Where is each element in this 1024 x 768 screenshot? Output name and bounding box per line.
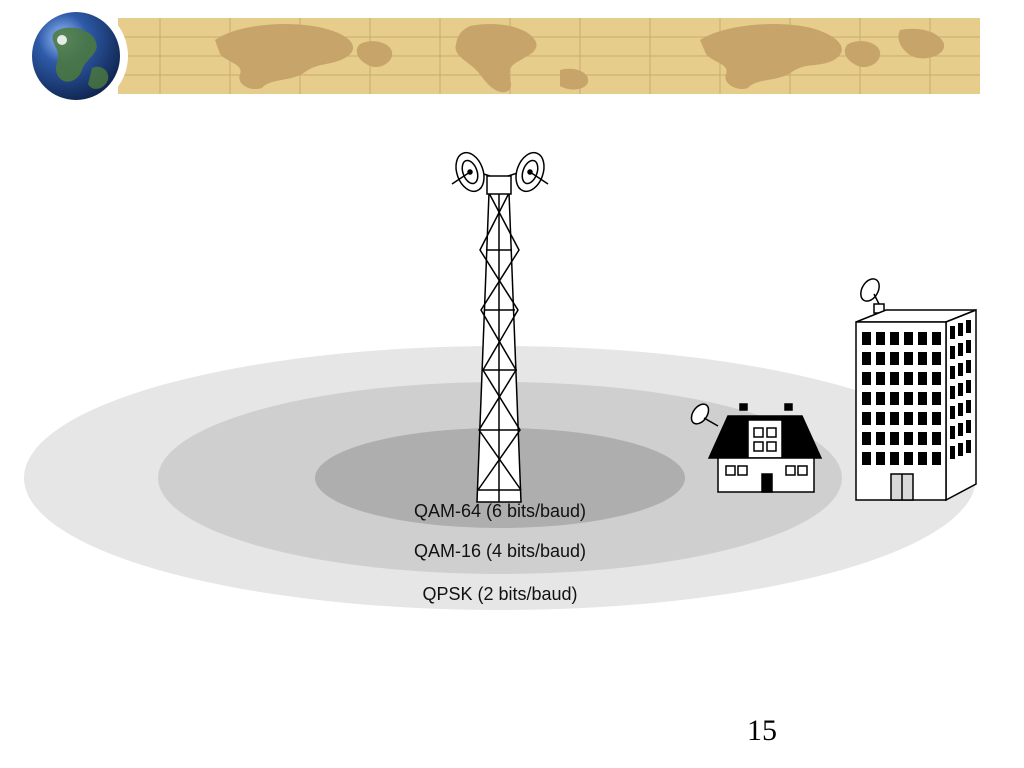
building-window bbox=[862, 352, 871, 365]
building-side-window bbox=[966, 400, 971, 413]
building-side-windows bbox=[950, 320, 971, 459]
building-side-window bbox=[950, 366, 955, 379]
building-window bbox=[862, 412, 871, 425]
building-window bbox=[932, 332, 941, 345]
building-window bbox=[890, 372, 899, 385]
building-side-window bbox=[966, 360, 971, 373]
building-window bbox=[932, 372, 941, 385]
qam16-label: QAM-16 (4 bits/baud) bbox=[414, 541, 586, 561]
building-window bbox=[876, 352, 885, 365]
building-window bbox=[904, 332, 913, 345]
building-side-window bbox=[966, 320, 971, 333]
map-landmasses bbox=[215, 23, 945, 93]
building-window bbox=[876, 332, 885, 345]
building-window bbox=[890, 332, 899, 345]
antenna-tower-icon bbox=[451, 151, 549, 503]
building-window bbox=[862, 452, 871, 465]
building-window bbox=[890, 412, 899, 425]
building-side-window bbox=[958, 343, 963, 356]
building-window bbox=[932, 352, 941, 365]
building-window bbox=[876, 432, 885, 445]
building-window bbox=[918, 432, 927, 445]
building-window bbox=[932, 452, 941, 465]
house-icon bbox=[690, 403, 823, 493]
building-window bbox=[862, 392, 871, 405]
building-side-window bbox=[966, 340, 971, 353]
building-window bbox=[890, 432, 899, 445]
building-window bbox=[904, 412, 913, 425]
building-side-window bbox=[950, 386, 955, 399]
building-side-window bbox=[958, 423, 963, 436]
building-window bbox=[918, 372, 927, 385]
building-side-window bbox=[958, 363, 963, 376]
building-window bbox=[932, 412, 941, 425]
building-window bbox=[932, 432, 941, 445]
building-side-window bbox=[950, 446, 955, 459]
building-side-window bbox=[950, 406, 955, 419]
dish-antenna-icon bbox=[860, 278, 885, 314]
building-window bbox=[918, 412, 927, 425]
building-window bbox=[876, 452, 885, 465]
building-side-window bbox=[950, 426, 955, 439]
building-window bbox=[890, 392, 899, 405]
building-window bbox=[918, 452, 927, 465]
building-window bbox=[904, 432, 913, 445]
building-window bbox=[862, 432, 871, 445]
building-window bbox=[862, 332, 871, 345]
building-side-window bbox=[950, 326, 955, 339]
building-window bbox=[862, 372, 871, 385]
building-side-window bbox=[958, 403, 963, 416]
building-window bbox=[876, 392, 885, 405]
building-side-window bbox=[966, 380, 971, 393]
building-windows bbox=[862, 332, 941, 465]
building-side-window bbox=[966, 440, 971, 453]
qam64-label: QAM-64 (6 bits/baud) bbox=[414, 501, 586, 521]
office-building-icon bbox=[855, 278, 977, 502]
header-banner bbox=[24, 4, 980, 108]
building-side-window bbox=[966, 420, 971, 433]
building-window bbox=[904, 352, 913, 365]
building-window bbox=[876, 412, 885, 425]
building-side-window bbox=[950, 346, 955, 359]
building-window bbox=[904, 392, 913, 405]
building-window bbox=[918, 392, 927, 405]
building-window bbox=[890, 352, 899, 365]
building-side-window bbox=[958, 443, 963, 456]
building-window bbox=[890, 452, 899, 465]
building-window bbox=[918, 352, 927, 365]
building-side-window bbox=[958, 323, 963, 336]
page-number: 15 bbox=[747, 714, 777, 747]
building-window bbox=[918, 332, 927, 345]
building-window bbox=[876, 372, 885, 385]
building-window bbox=[904, 372, 913, 385]
building-window bbox=[904, 452, 913, 465]
qpsk-label: QPSK (2 bits/baud) bbox=[422, 584, 577, 604]
dish-antenna-icon bbox=[690, 403, 719, 427]
globe-icon bbox=[32, 12, 120, 100]
building-side-window bbox=[958, 383, 963, 396]
building-window bbox=[932, 392, 941, 405]
